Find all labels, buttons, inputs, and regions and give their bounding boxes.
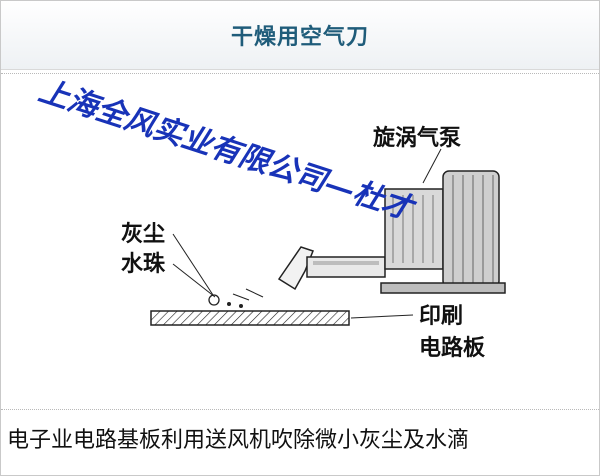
label-droplets: 水珠 (121, 252, 166, 277)
figure-caption: 电子业电路基板利用送风机吹除微小灰尘及水滴 (7, 428, 470, 453)
diagram-area: 灰尘 水珠 旋涡气泵 印刷 电路板 上海全风实业有限公司—杜才 (1, 71, 599, 401)
label-board-line2: 电路板 (419, 335, 486, 361)
leader-line-droplets (172, 263, 216, 298)
airflow-line (245, 288, 264, 298)
air-pipe (306, 256, 386, 278)
air-knife-diagram: 灰尘 水珠 旋涡气泵 印刷 电路板 上海全风实业有限公司—杜才 (35, 73, 506, 361)
label-board-line1: 印刷 (419, 304, 463, 329)
label-dust: 灰尘 (121, 221, 165, 247)
dust-mark (239, 304, 243, 308)
dust-mark (227, 302, 231, 306)
blower-base (380, 282, 506, 294)
divider-top (1, 73, 599, 74)
pipe-highlight (313, 261, 379, 265)
leader-line-pump (422, 148, 442, 184)
droplet-mark (208, 294, 220, 306)
label-pump: 旋涡气泵 (373, 125, 461, 151)
airflow-line (232, 293, 250, 301)
blower-housing (442, 170, 500, 288)
leader-line-dust (172, 233, 214, 296)
leader-line-board (350, 314, 414, 319)
watermark-signature: 上海全风实业有限公司—杜才 (35, 73, 421, 228)
page-title: 干燥用空气刀 (230, 25, 369, 50)
header-bar: 干燥用空气刀 (1, 1, 599, 70)
circuit-board (150, 310, 350, 326)
divider-bottom (1, 409, 599, 410)
